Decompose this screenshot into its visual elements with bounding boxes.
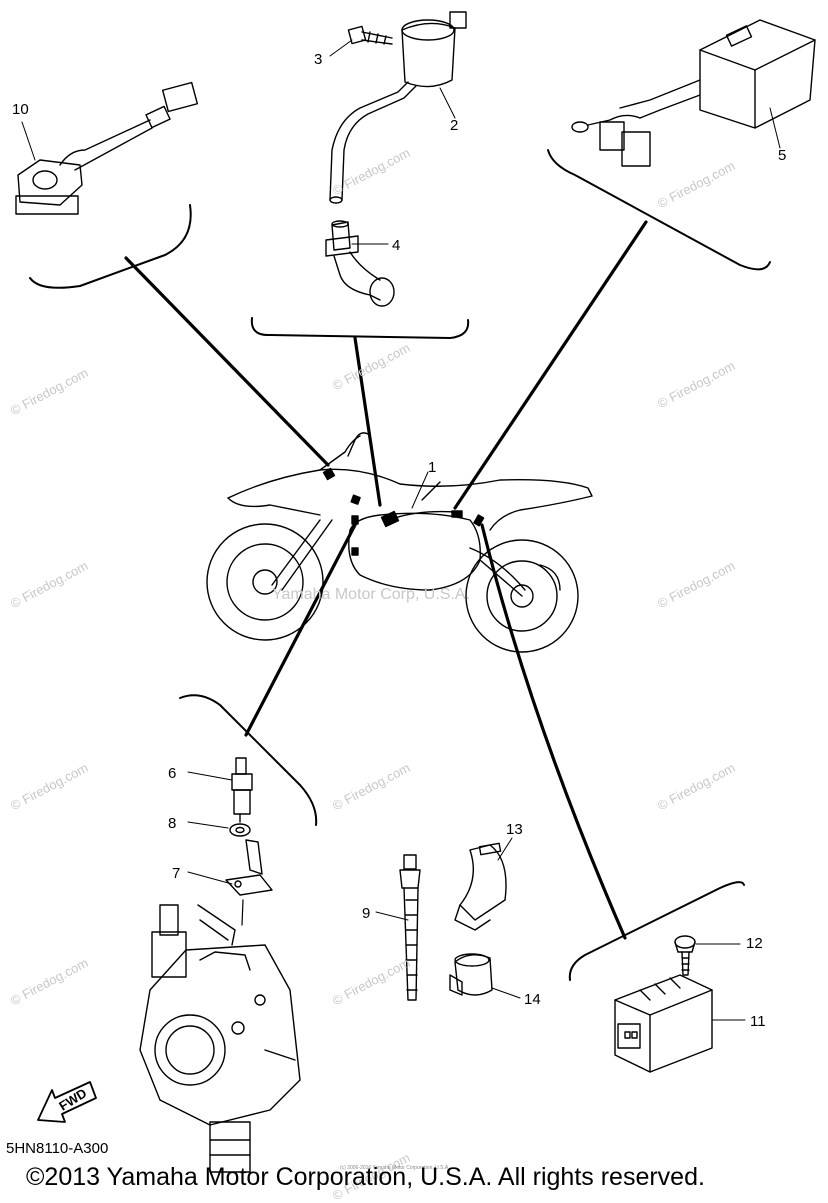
part-13-clamp	[454, 842, 507, 931]
part-11-regulator	[614, 974, 713, 1073]
leader-n8	[187, 821, 229, 829]
motorcycle-outline	[206, 432, 593, 653]
part-code: 5HN8110-A300	[6, 1140, 109, 1157]
bracket-5	[547, 149, 771, 271]
bracket-10	[29, 204, 192, 289]
part-4-plug-cap	[325, 220, 395, 307]
callout-1: 1	[428, 459, 437, 476]
callout-2: 2	[450, 117, 459, 134]
callout-11: 11	[750, 1013, 766, 1030]
leader-2-4	[353, 336, 382, 507]
part-7-plate	[225, 839, 273, 896]
leader-n3	[329, 39, 353, 57]
callout-4: 4	[392, 237, 401, 254]
leader-n2	[439, 87, 456, 119]
leader-11-12	[480, 523, 627, 940]
fwd-arrow	[37, 1081, 97, 1123]
part-8-washer	[229, 823, 251, 837]
callout-7: 7	[172, 865, 181, 882]
part-10-sensor	[15, 81, 199, 215]
bracket-11-12	[568, 881, 745, 981]
part-5-cdi-unit	[571, 19, 816, 167]
part-3-bolt	[347, 25, 393, 45]
copyright-notice: ©2013 Yamaha Motor Corporation, U.S.A. A…	[26, 1163, 705, 1191]
callout-3: 3	[314, 51, 323, 68]
leader-10	[124, 256, 330, 467]
leader-n14	[491, 987, 521, 999]
callout-12: 12	[746, 935, 763, 952]
bracket-2-4	[250, 317, 470, 339]
callout-9: 9	[362, 905, 371, 922]
part-9-cable-tie	[399, 854, 421, 1001]
callout-6: 6	[168, 765, 177, 782]
callout-13: 13	[506, 821, 523, 838]
leader-5	[453, 220, 648, 510]
leader-n9	[375, 911, 409, 921]
leader-n10	[21, 121, 36, 161]
callout-10: 10	[12, 101, 29, 118]
part-14-damper	[449, 953, 493, 996]
callout-5: 5	[778, 147, 787, 164]
leader-n7	[187, 871, 233, 885]
part-6-spark-plug	[231, 757, 253, 823]
leader-6-8-7	[244, 523, 357, 737]
leader-n13	[497, 837, 513, 861]
carburetor	[139, 904, 301, 1173]
callout-8: 8	[168, 815, 177, 832]
bracket-6-8-7	[179, 694, 318, 826]
part-2-ignition-coil	[329, 11, 467, 204]
small-copyright: (c) 2006-2016 Yamaha Motor Corporation, …	[340, 1165, 450, 1171]
leader-n1	[411, 471, 429, 509]
watermark-center: Yamaha Motor Corp, U.S.A.	[272, 586, 470, 603]
leader-n6	[187, 771, 233, 781]
leader-n5	[769, 107, 781, 149]
callout-14: 14	[524, 991, 541, 1008]
part-12-screw	[674, 935, 696, 976]
